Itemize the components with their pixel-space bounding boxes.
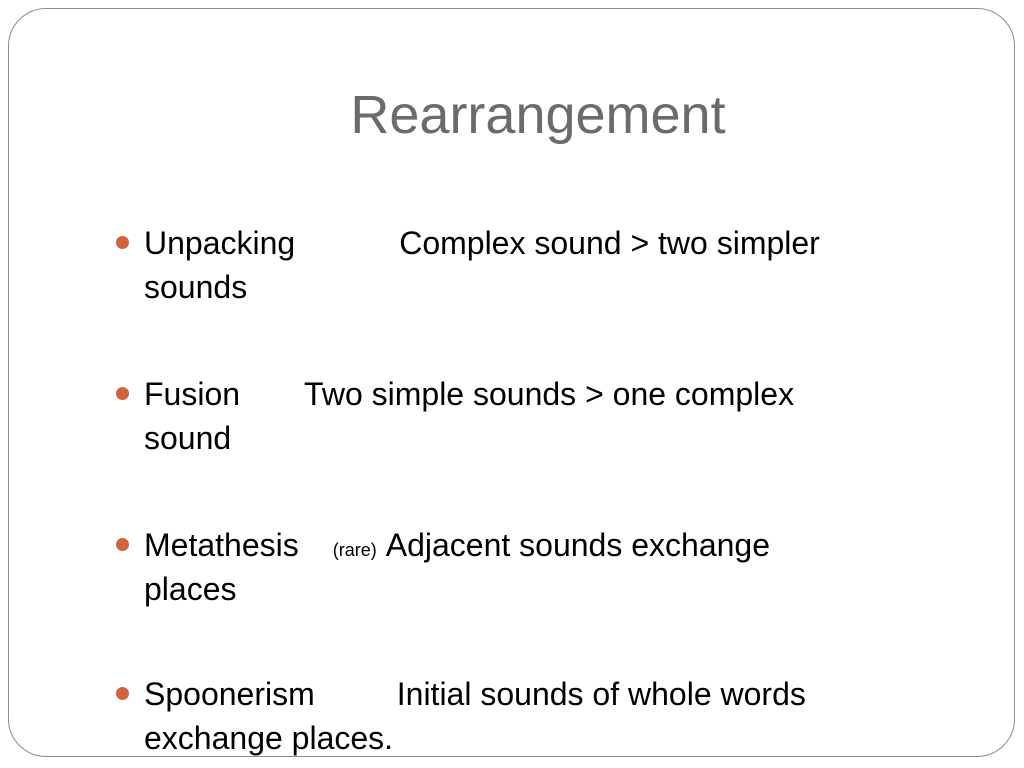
bullet-metathesis: Metathesis (rare) Adjacent sounds exchange… bbox=[116, 523, 934, 611]
bullet-line-2: exchange places. bbox=[144, 720, 394, 756]
bullet-fusion: Fusion Two simple sounds > one complex so… bbox=[116, 372, 934, 460]
bullet-line-1: Metathesis (rare) Adjacent sounds exchange bbox=[144, 523, 934, 567]
bullet-line-2: sound bbox=[144, 420, 232, 456]
bullet-term: Spoonerism bbox=[144, 676, 315, 712]
bullet-definition: Two simple sounds > one complex bbox=[304, 376, 795, 412]
bullet-term: Metathesis bbox=[144, 527, 299, 563]
bullet-line-1: Unpacking Complex sound > two simpler bbox=[144, 221, 934, 265]
bullet-dot-icon bbox=[116, 387, 129, 400]
bullet-line-1: Spoonerism Initial sounds of whole words bbox=[144, 672, 934, 716]
bullet-dot-icon bbox=[116, 538, 129, 551]
bullet-definition: Complex sound > two simpler bbox=[399, 225, 820, 261]
bullet-dot-icon bbox=[116, 236, 129, 249]
bullet-line-2: places bbox=[144, 571, 237, 607]
bullet-line-1: Fusion Two simple sounds > one complex bbox=[144, 372, 934, 416]
bullet-line-2: sounds bbox=[144, 269, 248, 305]
bullet-dot-icon bbox=[116, 687, 129, 700]
bullet-definition: Initial sounds of whole words bbox=[396, 676, 806, 712]
slide-title: Rearrangement bbox=[350, 85, 726, 145]
bullet-unpacking: Unpacking Complex sound > two simpler sou… bbox=[116, 221, 934, 309]
bullet-term: Unpacking bbox=[144, 225, 296, 261]
slide-frame bbox=[8, 8, 1015, 757]
bullet-definition: Adjacent sounds exchange bbox=[385, 527, 771, 563]
bullet-term: Fusion bbox=[144, 376, 241, 412]
bullet-note: (rare) bbox=[332, 540, 377, 560]
